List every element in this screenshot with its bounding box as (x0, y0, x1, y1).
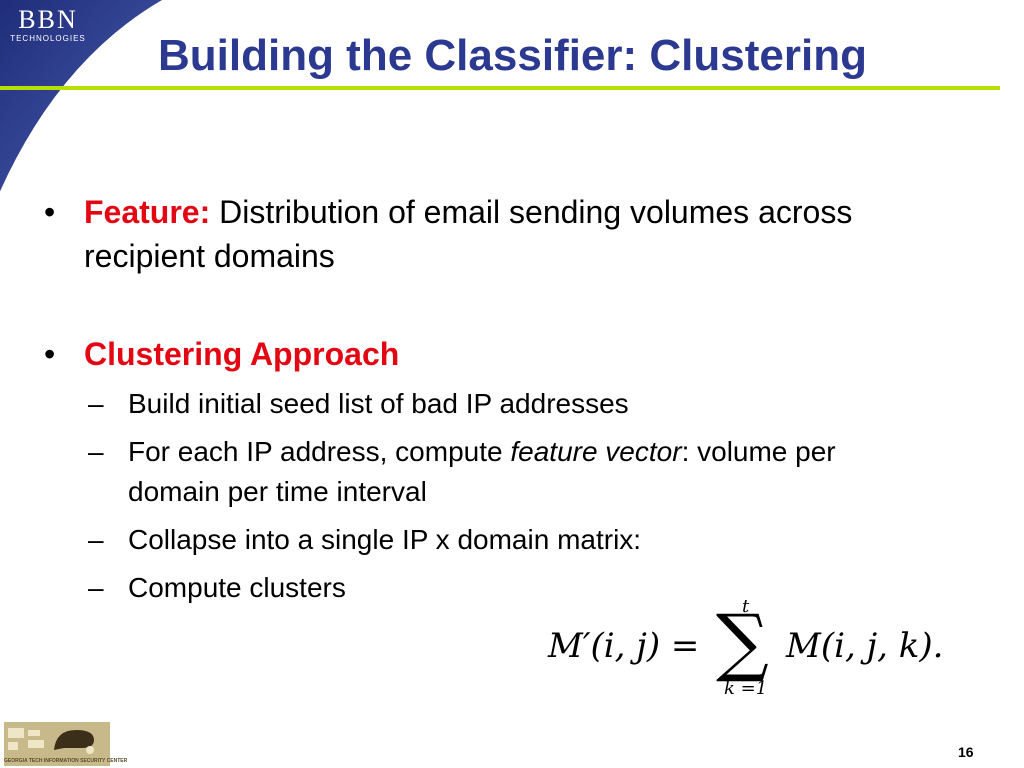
sub-dash: – (88, 572, 104, 603)
sub-item: – For each IP address, compute feature v… (88, 432, 974, 512)
slide-title: Building the Classifier: Clustering (158, 31, 867, 80)
summation-formula: M′(i, j) = t ∑ k =1 M(i, j, k). (548, 596, 948, 704)
bullet-label: Clustering Approach (84, 336, 400, 372)
sub-item-text: Compute clusters (128, 572, 346, 603)
bullet-feature: • Feature: Distribution of email sending… (44, 190, 974, 278)
gt-logo-text: GEORGIA TECH INFORMATION SECURITY CENTER (4, 758, 128, 764)
title-underline (0, 86, 1000, 90)
sub-dash: – (88, 524, 104, 555)
formula-lhs: M′(i, j) = (548, 626, 700, 666)
gt-logo-graphic (8, 728, 94, 754)
slide-body: • Feature: Distribution of email sending… (44, 190, 974, 608)
sub-dash: – (88, 388, 104, 419)
sub-item-text: For each IP address, compute feature vec… (128, 432, 848, 512)
formula-lower-limit: k =1 (724, 678, 768, 699)
sub-dash: – (88, 436, 104, 467)
formula-rhs: M(i, j, k). (786, 626, 944, 666)
bullet-clustering-approach: • Clustering Approach (44, 332, 974, 376)
georgia-tech-logo: GEORGIA TECH INFORMATION SECURITY CENTER (4, 722, 128, 766)
bullet-body: Distribution of email sending volumes ac… (84, 194, 853, 274)
sigma-icon: ∑ (716, 599, 769, 685)
sub-item-text: Build initial seed list of bad IP addres… (128, 388, 629, 419)
sub-item: – Compute clusters (88, 568, 974, 608)
logo-sub-text: TECHNOLOGIES (10, 34, 86, 43)
sub-item-text-start: For each IP address, compute (128, 436, 511, 467)
sub-item: – Build initial seed list of bad IP addr… (88, 384, 974, 424)
bullet-label: Feature: (84, 194, 211, 230)
page-number: 16 (958, 744, 974, 760)
sub-item: – Collapse into a single IP x domain mat… (88, 520, 974, 560)
bullet-text: Feature: Distribution of email sending v… (84, 190, 934, 278)
bullet-dot: • (44, 336, 56, 372)
logo-main-text: BBN (18, 5, 78, 34)
bbn-logo: BBN TECHNOLOGIES (6, 6, 90, 44)
sub-item-emphasis: feature vector (510, 436, 682, 467)
formula-upper-limit: t (742, 596, 750, 617)
sub-item-text: Collapse into a single IP x domain matri… (128, 524, 642, 555)
corner-swoosh (0, 0, 166, 196)
sub-item-text-end: : volume per domain per time interval (128, 436, 836, 507)
bullet-dot: • (44, 194, 56, 230)
